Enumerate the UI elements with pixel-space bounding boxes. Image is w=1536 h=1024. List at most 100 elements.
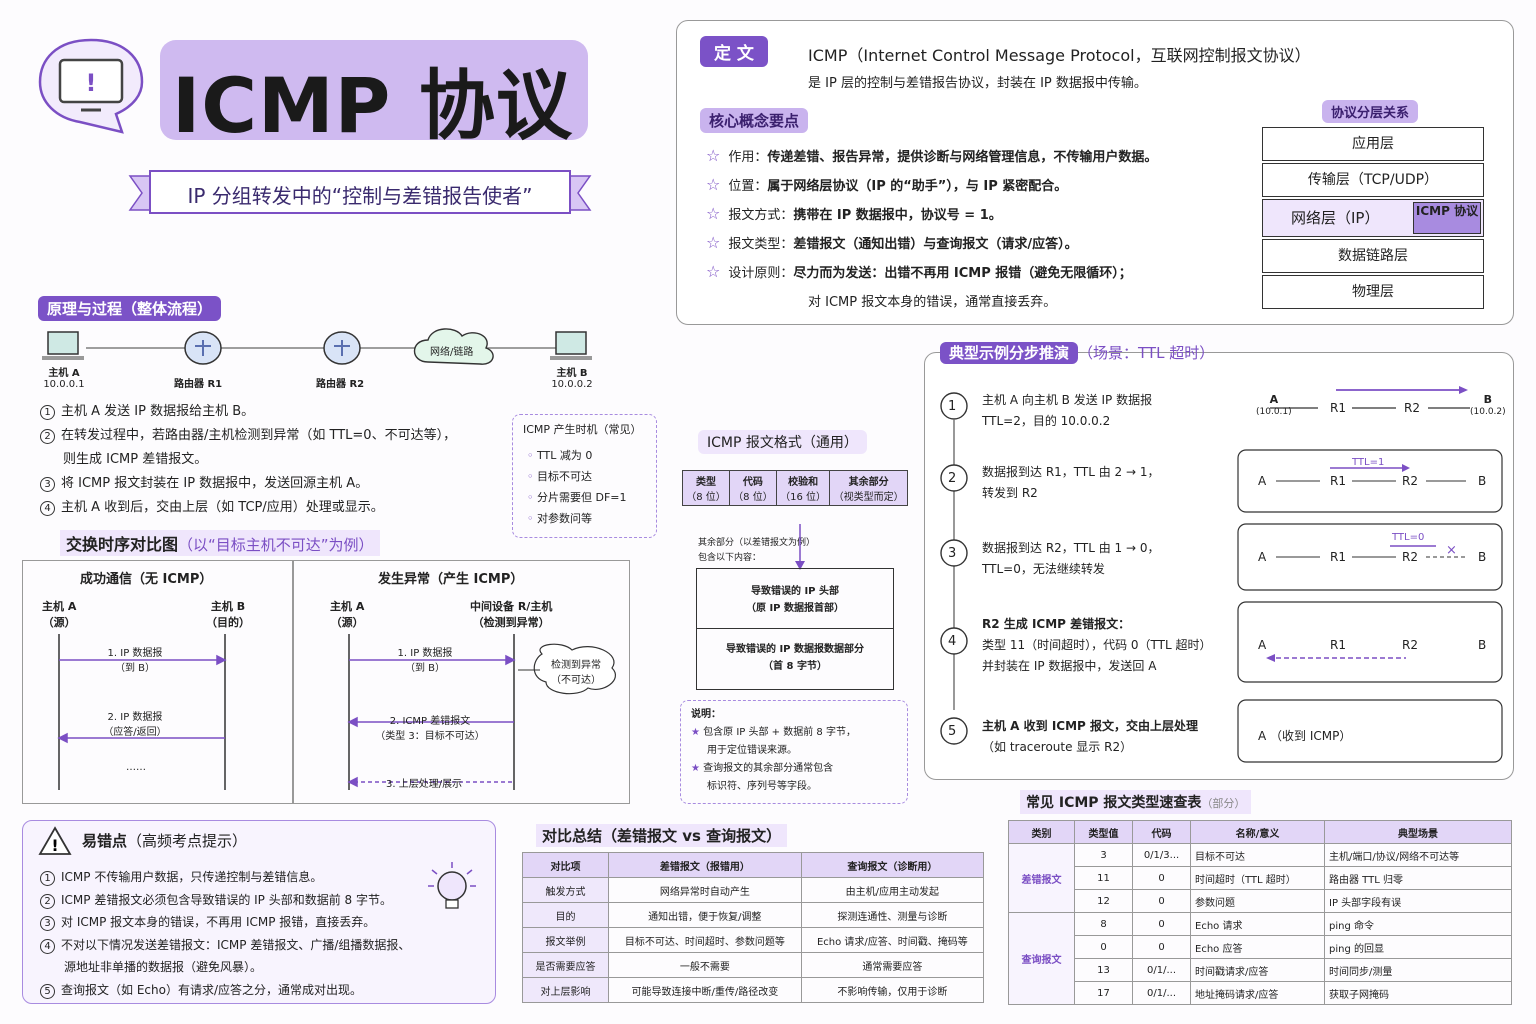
field-type: 类型（8 位） bbox=[682, 470, 730, 506]
seq-divider bbox=[292, 560, 294, 804]
ex-b-3: B bbox=[1478, 550, 1487, 564]
format-note: 其余部分（以差错报文为例）包含以下内容： bbox=[698, 538, 816, 563]
step-timeline bbox=[940, 392, 968, 745]
monitor-alert-icon: ! bbox=[38, 38, 144, 134]
x-mark-icon: × bbox=[1446, 543, 1457, 558]
step-num: 4 bbox=[948, 634, 957, 649]
ex-recv: A （收到 ICMP） bbox=[1258, 729, 1352, 743]
definition-line2: 是 IP 层的控制与差错报告协议，封装在 IP 数据报中传输。 bbox=[808, 76, 1147, 91]
seq-title: 交换时序对比图（以“目标主机不可达”为例） bbox=[60, 530, 380, 556]
seq-r-msg1: 1. IP 数据报（到 B） bbox=[397, 648, 453, 674]
ex-r2-top: R2 bbox=[1404, 401, 1420, 415]
pitfalls-panel bbox=[22, 820, 496, 1004]
layer-network: 网络层（IP） ICMP 协议 bbox=[1262, 199, 1484, 237]
step-4-text: R2 生成 ICMP 差错报文：类型 11（时间超时），代码 0（TTL 超时）… bbox=[982, 617, 1212, 673]
layer-datalink: 数据链路层 bbox=[1262, 239, 1484, 273]
seq-dots: …… bbox=[126, 762, 146, 773]
seq-left-title: 成功通信（无 ICMP） bbox=[80, 572, 213, 587]
step-num: 1 bbox=[948, 399, 957, 414]
definition-line1: ICMP（Internet Control Message Protocol，互… bbox=[808, 46, 1311, 65]
format-tag: ICMP 报文格式（通用） bbox=[698, 430, 867, 454]
core-item: ☆报文方式：携带在 IP 数据报中，协议号 = 1。 bbox=[706, 204, 1002, 223]
seq-src-label-right: 主机 A（源） bbox=[330, 600, 365, 629]
compare-title: 对比总结（差错报文 vs 查询报文） bbox=[536, 824, 788, 847]
host-a-icon bbox=[42, 331, 84, 360]
ex-r2-2: R2 bbox=[1402, 474, 1418, 488]
seq-mid-label: 中间设备 R/主机（检测到异常） bbox=[470, 600, 553, 629]
step-2-text: 数据报到达 R1，TTL 由 2 → 1，转发到 R2 bbox=[982, 465, 1160, 500]
router-r1-icon bbox=[184, 331, 222, 365]
principle-tag: 原理与过程（整体流程） bbox=[38, 296, 222, 321]
detect-bubble bbox=[533, 643, 616, 695]
layer-application: 应用层 bbox=[1262, 127, 1484, 161]
seq-msg2: 2. IP 数据报（应答/返回） bbox=[103, 712, 167, 738]
ex-r1-top: R1 bbox=[1330, 401, 1346, 415]
layers-title: 协议分层关系 bbox=[1322, 100, 1419, 123]
star-icon: ☆ bbox=[706, 233, 721, 252]
core-item: ☆作用：传递差错、报告异常，提供诊断与网络管理信息，不传输用户数据。 bbox=[706, 146, 1158, 165]
ex-r1-3: R1 bbox=[1330, 550, 1346, 564]
quick-title: 常见 ICMP 报文类型速查表（部分） bbox=[1020, 790, 1252, 814]
definition-tag: 定 文 bbox=[700, 36, 768, 67]
seq-lines bbox=[57, 634, 616, 790]
layer-stack: 应用层 传输层（TCP/UDP） 网络层（IP） ICMP 协议 数据链路层 物… bbox=[1262, 127, 1484, 309]
ttl-diagrams: × bbox=[1237, 386, 1503, 763]
example-title: 典型示例分步推演（场景：TTL 超时） bbox=[940, 342, 1214, 364]
page-subtitle: IP 分组转发中的“控制与差错报告使者” bbox=[187, 184, 533, 208]
timing-box: ICMP 产生时机（常见） ◦ TTL 减为 0 ◦ 目标不可达 ◦ 分片需要但… bbox=[512, 414, 657, 538]
cloud-label: 网络/链路 bbox=[430, 347, 474, 358]
star-icon: ☆ bbox=[706, 146, 721, 165]
format-explain: 说明： ★ 包含原 IP 头部 + 数据前 8 字节， 用于定位错误来源。 ★ … bbox=[680, 700, 908, 804]
icmp-box: ICMP 协议 bbox=[1413, 202, 1481, 234]
format-fields: 类型（8 位） 代码（8 位） 校验和（16 位） 其余部分（视类型而定） bbox=[682, 470, 908, 506]
ex-b-4: B bbox=[1478, 638, 1487, 652]
seq-msg1: 1. IP 数据报（到 B） bbox=[107, 648, 163, 674]
ex-a-3: A bbox=[1258, 550, 1267, 564]
ex-r2-3: R2 bbox=[1402, 550, 1418, 564]
compare-table: 对比项差错报文（报错用）查询报文（诊断用） 触发方式网络异常时自动产生由主机/应… bbox=[522, 852, 985, 1003]
lightbulb-icon bbox=[428, 862, 476, 909]
ex-r1-2: R1 bbox=[1330, 474, 1346, 488]
router-r2-icon bbox=[323, 331, 361, 365]
step-num: 5 bbox=[948, 724, 957, 739]
svg-text:!: ! bbox=[86, 69, 97, 97]
core-tag: 核心概念要点 bbox=[700, 108, 809, 133]
ex-a-2: A bbox=[1258, 474, 1267, 488]
seq-detect: 检测到异常（不可达） bbox=[551, 660, 601, 686]
field-checksum: 校验和（16 位） bbox=[775, 470, 831, 506]
core-item: ☆报文类型：差错报文（通知出错）与查询报文（请求/应答）。 bbox=[706, 233, 1078, 252]
seq-r-msg2: 2. ICMP 差错报文（类型 3：目标不可达） bbox=[375, 716, 485, 742]
ex-r2-4: R2 bbox=[1402, 638, 1418, 652]
core-list: ☆作用：传递差错、报告异常，提供诊断与网络管理信息，不传输用户数据。 ☆位置：属… bbox=[706, 146, 1266, 320]
host-b-icon bbox=[550, 331, 592, 360]
seq-r-msg3: 3. 上层处理/展示 bbox=[386, 779, 463, 790]
core-item: ☆位置：属于网络层协议（IP 的“助手”），与 IP 紧密配合。 bbox=[706, 175, 1068, 194]
ttl0-label: TTL=0 bbox=[1392, 532, 1425, 543]
ex-b-2: B bbox=[1478, 474, 1487, 488]
warning-icon: ! bbox=[38, 826, 72, 855]
svg-text:!: ! bbox=[51, 836, 58, 855]
star-icon: ☆ bbox=[706, 175, 721, 194]
star-icon: ☆ bbox=[706, 204, 721, 223]
field-rest: 其余部分（视类型而定） bbox=[829, 470, 908, 506]
title-highlight bbox=[160, 40, 588, 140]
star-icon: ☆ bbox=[706, 262, 721, 281]
cloud-icon bbox=[413, 328, 494, 365]
step-num: 2 bbox=[948, 471, 957, 486]
ex-a-4: A bbox=[1258, 638, 1267, 652]
definition-panel bbox=[676, 20, 1514, 325]
seq-src-label: 主机 A（源） bbox=[42, 600, 77, 629]
ex-r1-4: R1 bbox=[1330, 638, 1346, 652]
page-title: ICMP 协议 bbox=[172, 61, 573, 150]
step-num: 3 bbox=[948, 546, 957, 561]
r1-label: 路由器 R1 bbox=[174, 379, 223, 390]
seq-right-title: 发生异常（产生 ICMP） bbox=[378, 572, 524, 587]
core-item-cont: 对 ICMP 报文本身的错误，通常直接丢弃。 bbox=[808, 295, 1057, 310]
ex-a-top: A(10.0.1) bbox=[1256, 393, 1292, 417]
step-5-text: 主机 A 收到 ICMP 报文，交由上层处理（如 traceroute 显示 R… bbox=[982, 719, 1199, 754]
